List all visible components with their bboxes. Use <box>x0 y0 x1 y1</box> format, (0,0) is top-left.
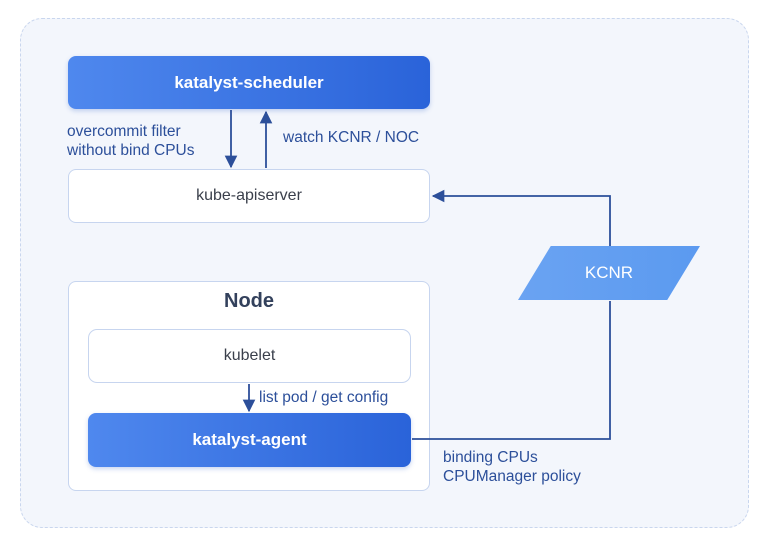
binding-cpus-label: binding CPUs CPUManager policy <box>443 448 581 486</box>
kcnr-label: KCNR <box>584 263 634 282</box>
kubelet-label: kubelet <box>223 347 276 364</box>
overcommit-line-2: without bind CPUs <box>67 142 195 159</box>
kubelet-box: kubelet <box>88 329 411 383</box>
binding-line-2: CPUManager policy <box>443 468 581 485</box>
watch-kcnr-noc-label: watch KCNR / NOC <box>283 129 420 146</box>
kcnr-parallelogram: KCNR <box>518 246 700 300</box>
katalyst-agent-label: katalyst-agent <box>192 430 307 449</box>
katalyst-agent-box: katalyst-agent <box>88 413 411 467</box>
kube-apiserver-box: kube-apiserver <box>68 169 430 223</box>
binding-line-1: binding CPUs <box>443 449 538 466</box>
kube-apiserver-label: kube-apiserver <box>196 187 302 204</box>
list-pod-get-config-label: list pod / get config <box>259 389 389 406</box>
katalyst-scheduler-label: katalyst-scheduler <box>174 72 324 92</box>
katalyst-scheduler-box: katalyst-scheduler <box>68 56 430 109</box>
overcommit-filter-label: overcommit filter without bind CPUs <box>67 122 195 160</box>
overcommit-line-1: overcommit filter <box>67 123 181 140</box>
